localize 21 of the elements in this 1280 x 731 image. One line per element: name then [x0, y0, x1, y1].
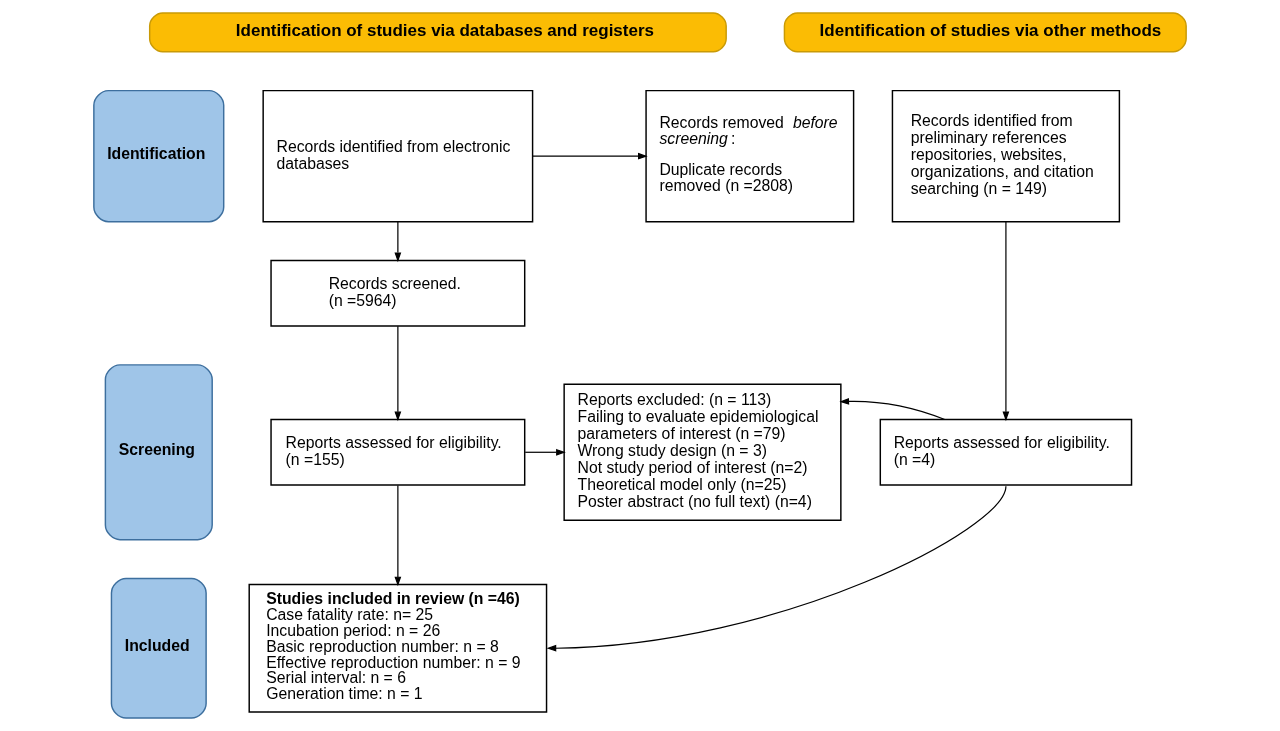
arrow [546, 485, 1007, 652]
arrow [839, 397, 946, 421]
arrow [394, 325, 402, 422]
node-box: Identification of studies via databases and registers [148, 12, 727, 53]
node-box: Identification [93, 89, 225, 223]
arrow [394, 221, 402, 263]
arrow [532, 152, 648, 160]
arrow [1002, 221, 1010, 422]
node-box: Studies included in review (n =46) Case fatality rate: n= 25 Incubation period: n = 26 Basic reproduction number: n = 8 Effective reproduction number: n = 9 Serial interval: n = 6 Generation time: n = 1 [248, 583, 548, 713]
node-box: Identification of studies via other methods [783, 12, 1187, 53]
node-box: Reports assessed for eligibility. (n =155) [270, 418, 526, 486]
node-box: Records removed before screening: Duplicate records removed (n =2808) [645, 89, 855, 223]
node-box: Screening [104, 364, 213, 541]
node-box: Reports excluded: (n = 113) Failing to evaluate epidemiological parameters of interest (n =79) Wrong study design (n = 3) Not study period of interest (n=2) Theoretical model only (n=25) Poster abstract (no full text) (n=4) [563, 383, 842, 521]
node-box: Records screened. (n =5964) [270, 259, 526, 327]
arrow [524, 448, 566, 456]
arrow [394, 484, 402, 587]
node-box: Reports assessed for eligibility. (n =4) [879, 418, 1133, 486]
node-box: Included [110, 577, 207, 719]
node-box: Records identified from preliminary references repositories, websites, organizations, and citation searching (n = 149) [891, 89, 1121, 223]
node-box: Records identified from electronic databases [262, 89, 534, 223]
